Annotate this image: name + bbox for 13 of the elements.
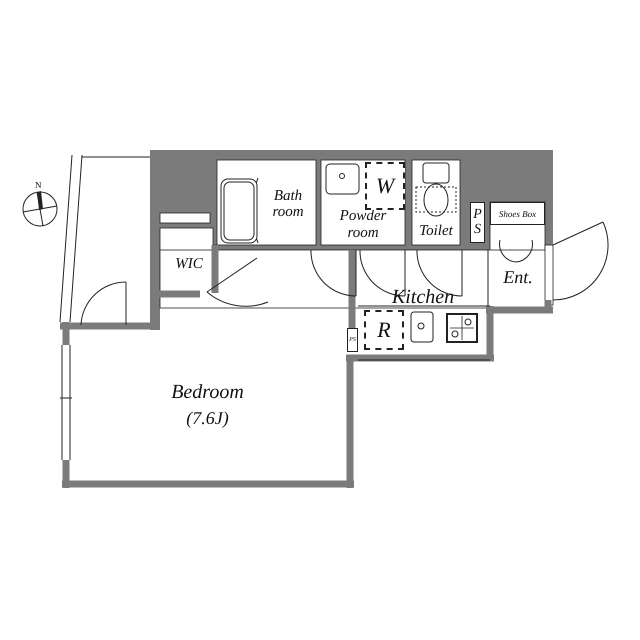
room-label: Kitchen xyxy=(392,286,454,308)
appliance-space: W xyxy=(365,162,405,210)
pipe-space: PS xyxy=(470,202,485,243)
room-label: Toilet xyxy=(419,222,453,239)
north-label: N xyxy=(35,180,42,190)
room-label: Bedroom xyxy=(171,381,244,404)
shoe-cabinet: Shoes Box xyxy=(490,202,545,225)
room-label: WIC xyxy=(175,256,203,272)
room-size-label: (7.6J) xyxy=(186,409,229,429)
room-label: Ent. xyxy=(503,268,533,288)
room-label: Bath room xyxy=(271,188,305,220)
appliance-space: R xyxy=(364,310,404,350)
room-label: Powder room xyxy=(338,208,388,241)
